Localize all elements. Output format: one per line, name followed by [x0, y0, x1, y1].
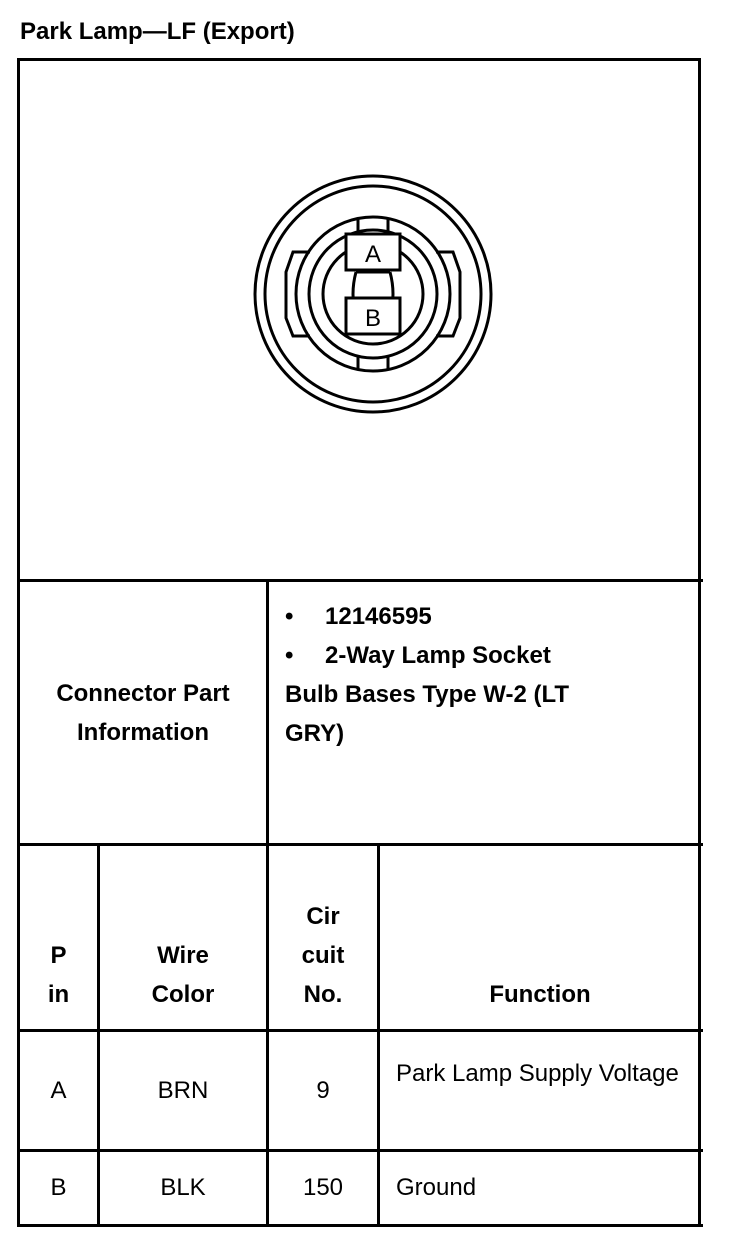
connector-description: 2-Way Lamp Socket — [325, 642, 551, 669]
terminal-b-label: B — [365, 305, 381, 332]
table-row-a-circuit: 9 — [316, 1076, 330, 1104]
part-number: 12146595 — [325, 603, 432, 630]
divider — [17, 1029, 703, 1032]
connector-table-frame — [17, 58, 701, 1226]
page-title: Park Lamp—LF (Export) — [20, 18, 295, 45]
connector-info-label-cell: Connector Part Information — [20, 582, 266, 843]
divider — [17, 1224, 703, 1227]
table-row-b-wire-color: BLK — [160, 1174, 206, 1201]
divider — [377, 843, 380, 1226]
terminal-a-label: A — [365, 241, 381, 268]
header-pin: P in — [47, 942, 70, 1008]
table-row-a-pin: A — [50, 1076, 67, 1104]
header-circuit-no: Cir cuit No. — [301, 903, 345, 1008]
divider — [17, 579, 703, 582]
header-function: Function — [489, 981, 591, 1008]
list-item: •2-Way Lamp Socket — [285, 636, 685, 675]
connector-face-diagram: A B — [253, 174, 493, 414]
table-row-b-pin: B — [50, 1174, 67, 1201]
table-row-b-function: Ground — [396, 1174, 477, 1201]
divider — [97, 843, 100, 1226]
table-row-a-wire-color: BRN — [157, 1076, 209, 1104]
connector-info-details: •12146595 •2-Way Lamp Socket Bulb Bases … — [285, 597, 685, 753]
list-item: •12146595 — [285, 597, 685, 636]
table-row-a-function: Park Lamp Supply Voltage — [396, 1060, 679, 1087]
connector-description-continuation: Bulb Bases Type W-2 (LT GRY) — [285, 681, 569, 747]
divider — [266, 579, 269, 1226]
header-wire-color: Wire Color — [151, 942, 215, 1008]
divider — [17, 1149, 703, 1152]
connector-info-label: Connector Part Information — [56, 679, 230, 746]
divider — [17, 843, 703, 846]
table-row-b-circuit: 150 — [302, 1174, 344, 1201]
